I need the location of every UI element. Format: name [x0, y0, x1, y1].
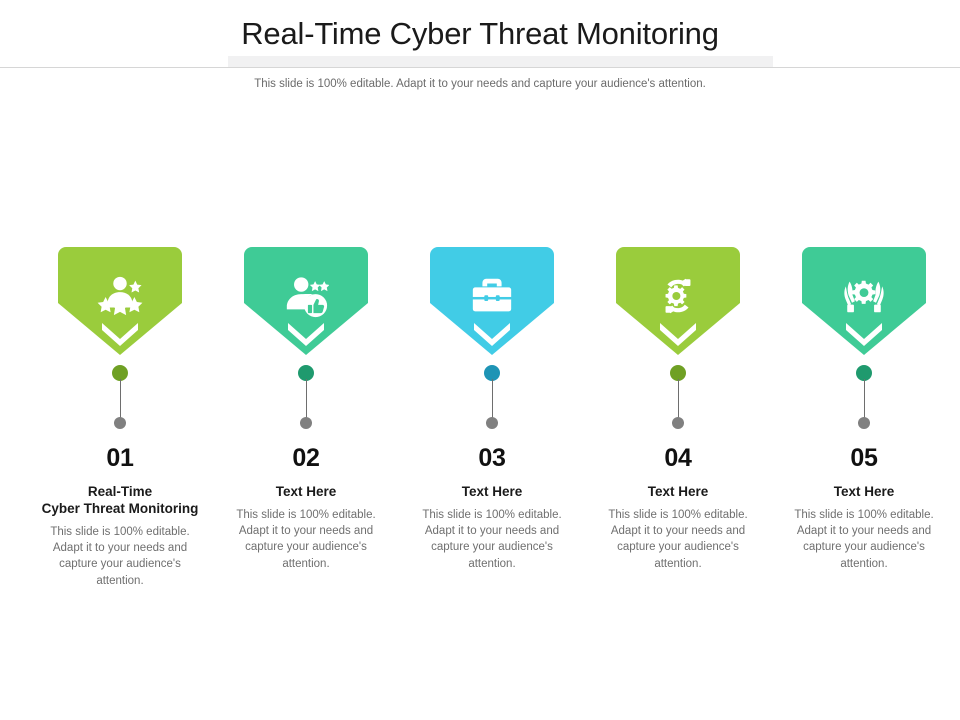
- connector-dot-top-2: [298, 365, 314, 381]
- connector-dot-bottom-5: [858, 417, 870, 429]
- page-subtitle: This slide is 100% editable. Adapt it to…: [254, 78, 706, 90]
- column-item-3[interactable]: 03 Text Here This slide is 100% editable…: [399, 247, 585, 607]
- connector-line-5: [863, 379, 866, 422]
- item-number-1: 01: [106, 444, 134, 472]
- item-body-2: This slide is 100% editable. Adapt it to…: [236, 509, 376, 570]
- column-item-2[interactable]: 02 Text Here This slide is 100% editable…: [213, 247, 399, 607]
- connector-line-1: [119, 379, 122, 422]
- connector-2: [213, 365, 399, 429]
- connector-dot-bottom-3: [486, 417, 498, 429]
- text-block-3: 03 Text Here This slide is 100% editable…: [399, 444, 585, 572]
- divider-bar: [228, 56, 773, 68]
- text-block-4: 04 Text Here This slide is 100% editable…: [585, 444, 771, 572]
- text-block-1: 01 Real-Time Cyber Threat Monitoring Thi…: [27, 444, 213, 589]
- connector-dot-top-4: [670, 365, 686, 381]
- connector-4: [585, 365, 771, 429]
- connector-line-3: [491, 379, 494, 422]
- connector-dot-top-3: [484, 365, 500, 381]
- item-body-3: This slide is 100% editable. Adapt it to…: [422, 509, 562, 570]
- banner-shape-1[interactable]: [58, 247, 182, 355]
- item-heading-3: Text Here: [461, 484, 523, 499]
- item-heading-1: Real-Time Cyber Threat Monitoring: [27, 483, 213, 517]
- item-heading-line2-1: Cyber Threat Monitoring: [41, 501, 199, 516]
- banner-shape-3[interactable]: [430, 247, 554, 355]
- connector-dot-top-5: [856, 365, 872, 381]
- connector-dot-bottom-1: [114, 417, 126, 429]
- item-number-5: 05: [850, 444, 878, 472]
- divider-line: [0, 67, 960, 68]
- connector-1: [27, 365, 213, 429]
- item-heading-5: Text Here: [833, 484, 895, 499]
- columns-container: 01 Real-Time Cyber Threat Monitoring Thi…: [0, 247, 960, 607]
- connector-dot-bottom-4: [672, 417, 684, 429]
- banner-shape-5[interactable]: [802, 247, 926, 355]
- page-title: Real-Time Cyber Threat Monitoring: [241, 16, 719, 51]
- banner-shape-2[interactable]: [244, 247, 368, 355]
- slide-header: Real-Time Cyber Threat Monitoring This s…: [0, 0, 960, 104]
- item-number-2: 02: [292, 444, 320, 472]
- item-heading-2: Text Here: [275, 484, 337, 499]
- title-divider: [0, 56, 960, 72]
- item-body-1: This slide is 100% editable. Adapt it to…: [50, 526, 190, 587]
- connector-5: [771, 365, 957, 429]
- connector-line-2: [305, 379, 308, 422]
- item-body-5: This slide is 100% editable. Adapt it to…: [794, 509, 934, 570]
- text-block-2: 02 Text Here This slide is 100% editable…: [213, 444, 399, 572]
- item-body-4: This slide is 100% editable. Adapt it to…: [608, 509, 748, 570]
- column-item-5[interactable]: 05 Text Here This slide is 100% editable…: [771, 247, 957, 607]
- item-heading-4: Text Here: [647, 484, 709, 499]
- item-heading-line1-1: Real-Time: [87, 484, 153, 499]
- connector-dot-bottom-2: [300, 417, 312, 429]
- item-number-4: 04: [664, 444, 692, 472]
- item-number-3: 03: [478, 444, 506, 472]
- connector-3: [399, 365, 585, 429]
- column-item-1[interactable]: 01 Real-Time Cyber Threat Monitoring Thi…: [27, 247, 213, 607]
- connector-line-4: [677, 379, 680, 422]
- text-block-5: 05 Text Here This slide is 100% editable…: [771, 444, 957, 572]
- banner-shape-4[interactable]: [616, 247, 740, 355]
- connector-dot-top-1: [112, 365, 128, 381]
- column-item-4[interactable]: 04 Text Here This slide is 100% editable…: [585, 247, 771, 607]
